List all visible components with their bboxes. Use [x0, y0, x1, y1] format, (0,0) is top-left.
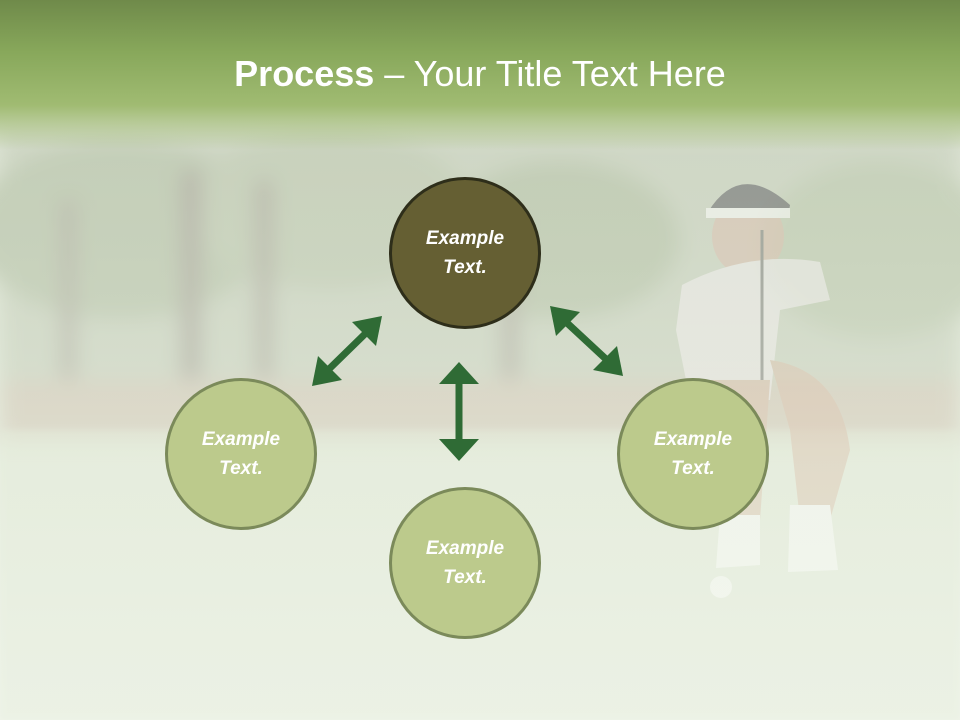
process-node-bottom-text: Example Text.	[425, 538, 505, 588]
double-arrow-icon-left	[312, 316, 382, 386]
double-arrow-icon-vertical	[439, 362, 479, 461]
title-rest-part: – Your Title Text Here	[374, 53, 726, 94]
process-node-center[interactable]: Example Text.	[389, 177, 541, 329]
process-node-right-text: Example Text.	[653, 429, 733, 479]
process-node-bottom[interactable]: Example Text.	[389, 487, 541, 639]
title-bold-part: Process	[234, 53, 375, 94]
slide-title: Process – Your Title Text Here	[0, 52, 960, 96]
process-node-center-text: Example Text.	[425, 228, 505, 278]
process-node-left-text: Example Text.	[201, 429, 281, 479]
title-band	[0, 0, 960, 150]
process-node-left[interactable]: Example Text.	[165, 378, 317, 530]
double-arrow-icon-right	[550, 306, 623, 376]
process-node-right[interactable]: Example Text.	[617, 378, 769, 530]
